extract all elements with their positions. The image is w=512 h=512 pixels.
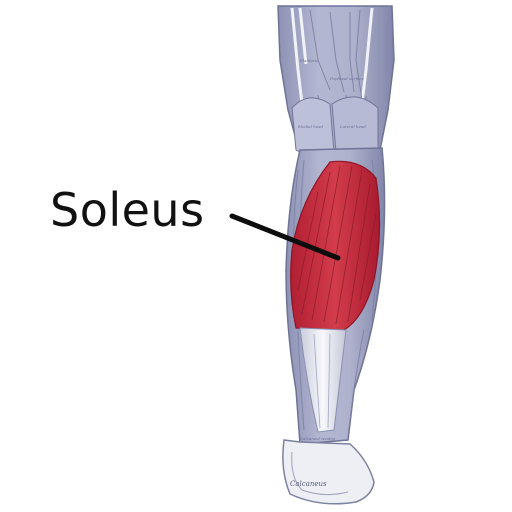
- heel-outline: [291, 451, 349, 496]
- calcaneal-tendon: [299, 327, 347, 433]
- engraving-label-medial-head: Medial head: [297, 124, 324, 129]
- heel: [282, 439, 375, 505]
- soleus-highlight: [290, 160, 381, 331]
- engraving-label-plantaris: Plantaris: [299, 58, 318, 63]
- soleus-label: Soleus: [50, 183, 205, 237]
- callout-pointer: [229, 213, 341, 261]
- soleus-fibers: [297, 165, 377, 325]
- engraving-label-calcaneus: Calcaneus: [290, 480, 327, 488]
- engraving-label-tendon: Calcaneal tendon: [300, 436, 336, 441]
- engraving-label-lateral-head: Lateral head: [339, 124, 366, 129]
- tendon-lines: [313, 333, 331, 429]
- engraving-label-popliteal: Popliteal surface: [329, 76, 365, 81]
